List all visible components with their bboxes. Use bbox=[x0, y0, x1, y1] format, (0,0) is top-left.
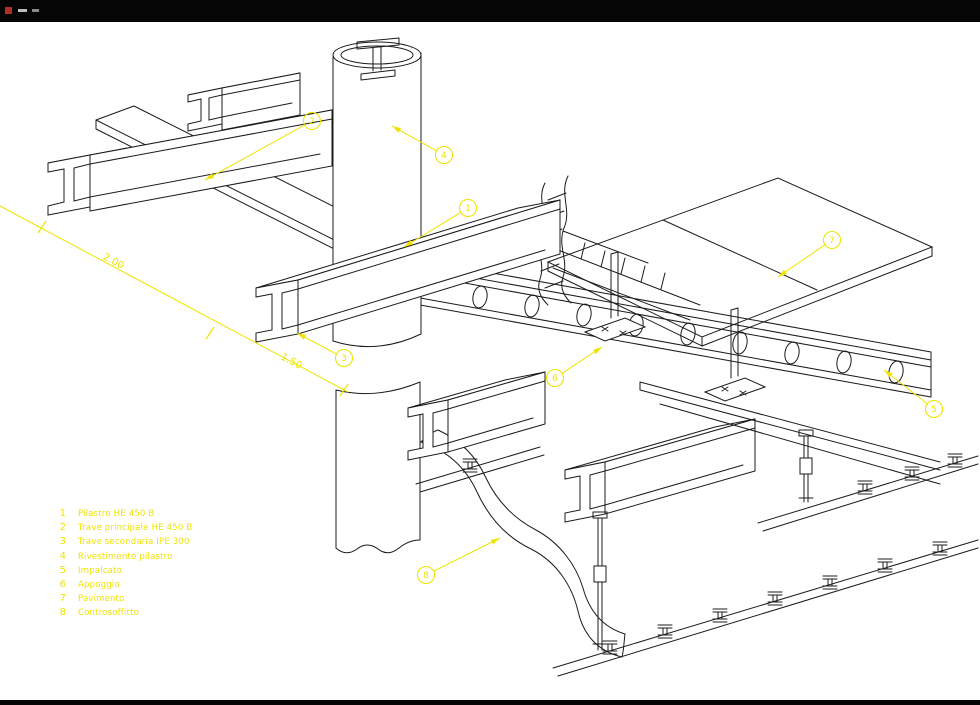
ceiling-runners bbox=[415, 446, 979, 677]
callout-leader bbox=[777, 244, 826, 278]
legend-item-number: 5 bbox=[59, 564, 66, 576]
legend-item-label: Impalcato bbox=[78, 565, 122, 576]
legend-item-number: 7 bbox=[59, 593, 66, 605]
callout-number: 2 bbox=[309, 117, 315, 127]
structure-linework bbox=[47, 37, 979, 677]
legend-item-number: 6 bbox=[59, 578, 66, 590]
dimension-line bbox=[0, 205, 349, 393]
legend-item-number: 1 bbox=[59, 508, 66, 519]
callout-6: 6 bbox=[545, 346, 603, 388]
leader-arrowhead-icon bbox=[297, 333, 307, 340]
callout-leader bbox=[204, 124, 305, 181]
leader-arrowhead-icon bbox=[778, 269, 787, 277]
bottom-bar bbox=[0, 700, 980, 705]
callout-circle bbox=[545, 368, 565, 388]
legend-item-number: 2 bbox=[59, 522, 66, 534]
legend-item-3: 3 Trave secondaria IPE 300 bbox=[50, 536, 192, 550]
callout-circle bbox=[416, 565, 436, 585]
callout-number: 3 bbox=[341, 354, 347, 364]
dimension-label: 1.50 bbox=[279, 352, 304, 372]
callout-circle bbox=[334, 348, 354, 368]
callout-3: 3 bbox=[296, 332, 354, 368]
callout-number: 5 bbox=[931, 405, 937, 415]
floor-slab bbox=[546, 177, 934, 347]
legend-item-number: 4 bbox=[59, 550, 66, 562]
callout-leader bbox=[433, 537, 501, 572]
dimension-tick bbox=[37, 220, 47, 234]
legend-item-label: Pilastro HE 450 B bbox=[78, 509, 155, 519]
callout-number: 6 bbox=[552, 374, 558, 384]
legend-item-label: Appoggio bbox=[78, 579, 120, 590]
bearing-supports bbox=[583, 251, 767, 402]
short-beam-top-left bbox=[187, 72, 301, 132]
red-app-glyph-icon bbox=[5, 7, 12, 14]
drawing-canvas: 2.00 1.50 1 2 3 4 5 6 7 8 bbox=[0, 22, 980, 700]
callout-number: 4 bbox=[441, 151, 447, 161]
main-beam-left bbox=[95, 105, 421, 274]
legend-item-5: 5 Impalcato bbox=[50, 565, 192, 579]
annotation-layer: 2.00 1.50 1 2 3 4 5 6 7 8 bbox=[0, 111, 944, 585]
legend-item-4: 4 Rivestimento pilastro bbox=[50, 551, 192, 565]
callout-circle bbox=[434, 145, 454, 165]
long-beam-right bbox=[639, 381, 941, 485]
callout-number: 7 bbox=[829, 236, 835, 246]
mid-beam-left bbox=[407, 371, 546, 461]
legend-item-1: 1 Pilastro HE 450 B bbox=[50, 508, 192, 522]
title-bar bbox=[0, 0, 980, 22]
callout-number: 1 bbox=[465, 204, 471, 214]
leader-arrowhead-icon bbox=[490, 538, 500, 545]
legend-item-7: 7 Pavimento bbox=[50, 593, 192, 607]
callout-circle bbox=[458, 198, 478, 218]
ceiling-hangers bbox=[592, 429, 814, 651]
legend: 1 Pilastro HE 450 B 2 Trave principale HE 4… bbox=[50, 508, 193, 622]
dimension-label: 2.00 bbox=[101, 252, 126, 272]
column-lower-segment bbox=[335, 381, 421, 554]
callout-1: 1 bbox=[403, 198, 478, 248]
legend-item-8: 8 Controsoffitto bbox=[50, 607, 192, 621]
callout-8: 8 bbox=[416, 537, 501, 585]
callout-4: 4 bbox=[391, 125, 454, 165]
callout-circle bbox=[302, 111, 322, 131]
dimension-tick bbox=[205, 326, 215, 340]
cellular-beam bbox=[397, 255, 932, 398]
legend-item-number: 8 bbox=[59, 607, 66, 619]
legend-item-number: 3 bbox=[59, 536, 66, 548]
callout-leader bbox=[403, 211, 462, 248]
legend-item-label: Rivestimento pilastro bbox=[78, 551, 173, 562]
legend-item-label: Pavimento bbox=[78, 594, 125, 605]
callout-5: 5 bbox=[883, 369, 944, 419]
callout-circle bbox=[924, 399, 944, 419]
dimension-tick bbox=[339, 383, 349, 397]
isometric-steel-detail: 2.00 1.50 1 2 3 4 5 6 7 8 bbox=[0, 37, 979, 677]
legend-item-label: Controsoffitto bbox=[78, 608, 140, 619]
steel-column-section bbox=[356, 37, 400, 81]
leader-arrowhead-icon bbox=[884, 370, 893, 378]
leader-arrowhead-icon bbox=[593, 347, 602, 355]
legend-item-label: Trave secondaria IPE 300 bbox=[78, 537, 190, 548]
ceiling-tee-profiles bbox=[462, 453, 963, 655]
leader-arrowhead-icon bbox=[404, 240, 414, 247]
leader-arrowhead-icon bbox=[392, 126, 402, 133]
callout-circle bbox=[822, 230, 842, 250]
leader-arrowhead-icon bbox=[205, 173, 215, 180]
toolbar-glyph-icon bbox=[18, 9, 27, 12]
legend-item-label: Trave principale HE 450 B bbox=[78, 523, 193, 534]
callout-number: 8 bbox=[423, 571, 429, 581]
callout-2: 2 bbox=[204, 111, 322, 181]
mid-beam-front bbox=[564, 418, 756, 523]
callout-7: 7 bbox=[777, 230, 842, 278]
legend-item-2: 2 Trave principale HE 450 B bbox=[50, 522, 193, 536]
secondary-beam-top-left bbox=[47, 109, 333, 216]
legend-item-6: 6 Appoggio bbox=[50, 579, 192, 593]
toolbar-glyph-icon bbox=[32, 9, 39, 12]
callout-leader bbox=[883, 369, 928, 405]
